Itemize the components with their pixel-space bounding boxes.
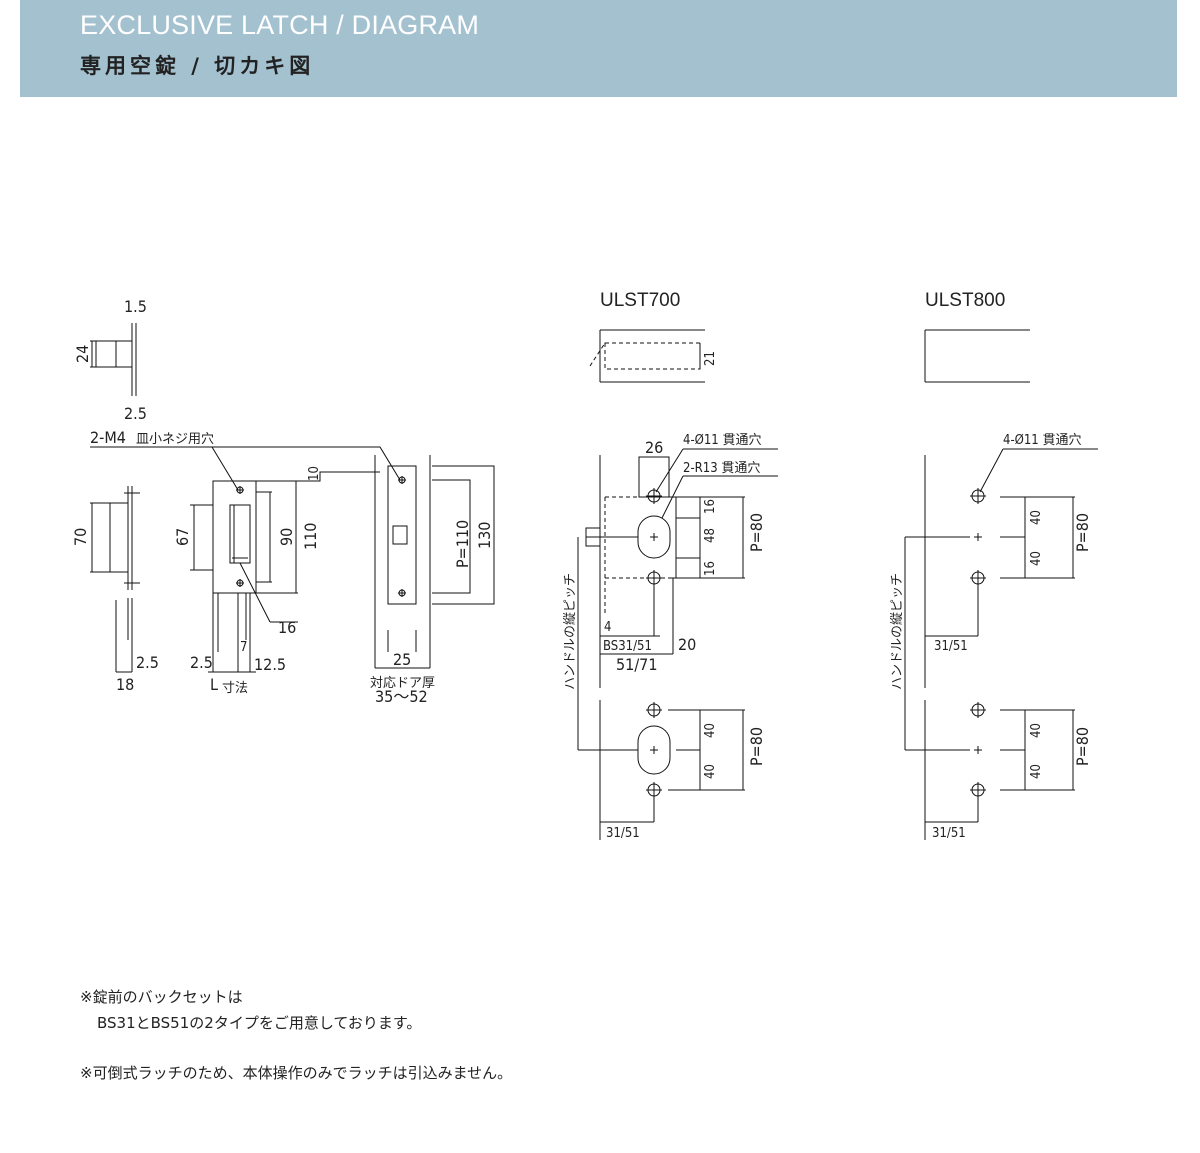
strike-plate: P=110 130 25 対応ドア厚 35～52 <box>370 455 495 706</box>
ulst700-hole-lower-bottom <box>646 782 662 798</box>
ulst800-dim-40-a: 40 <box>1029 510 1044 525</box>
ulst800-title: ULST800 <box>925 290 1005 311</box>
dim-12-5: 12.5 <box>254 655 286 674</box>
ulst800-through-hole-4: 4-Ø11 貫通穴 <box>1003 433 1081 448</box>
door-thickness-range: 35～52 <box>375 687 428 706</box>
dim-24: 24 <box>73 345 92 363</box>
dim-18: 18 <box>116 675 134 694</box>
ulst800-p80-bot: P=80 <box>1073 727 1092 766</box>
dim-70: 70 <box>71 528 90 546</box>
ulst800-dim-40-b: 40 <box>1029 551 1044 566</box>
ulst700-dim-21: 21 <box>703 351 718 366</box>
latch-body-front: 67 90 110 10 16 7 2.5 12.5 L 寸法 <box>173 466 380 696</box>
ulst700-dim-4: 4 <box>604 620 611 635</box>
latch-top-view: 1.5 24 2.5 <box>73 297 147 423</box>
note-latch-warning: ※可倒式ラッチのため、本体操作のみでラッチは引込みません。 <box>80 1064 513 1082</box>
header-title-en: EXCLUSIVE LATCH / DIAGRAM <box>80 10 480 40</box>
ulst700-dim-20: 20 <box>678 635 696 654</box>
ulst800-hole-lower-bottom <box>970 782 986 798</box>
screw-note-sub: 皿小ネジ用穴 <box>136 432 214 447</box>
ulst700-dim-16-bot: 16 <box>703 561 718 576</box>
latch-side-profile: 70 2.5 18 <box>71 486 159 694</box>
ulst800-dim-40-d: 40 <box>1029 764 1044 779</box>
ulst700-bs-label: BS31/51 <box>603 639 652 654</box>
dim-16: 16 <box>278 618 296 637</box>
dim-130: 130 <box>475 522 494 549</box>
ulst800-hole-bottom <box>970 570 986 586</box>
ulst700-bs-sum: 51/71 <box>616 655 657 674</box>
dim-90: 90 <box>277 528 296 546</box>
screw-note: 2-M4 皿小ネジ用穴 <box>90 428 401 491</box>
note-backset-line2: BS31とBS51の2タイプをご用意しております。 <box>97 1014 422 1032</box>
ulst800-p80-top: P=80 <box>1073 513 1092 552</box>
ulst700-title: ULST700 <box>600 290 680 311</box>
dim-110: 110 <box>301 523 320 550</box>
ulst700-hole-bottom <box>646 570 662 586</box>
ulst800-dim-40-c: 40 <box>1029 723 1044 738</box>
ulst800-hole-lower-top <box>970 702 986 718</box>
dim-1-5: 1.5 <box>124 297 147 316</box>
header-title-jp: 専用空錠 / 切カキ図 <box>80 54 315 78</box>
dim-10: 10 <box>307 466 322 481</box>
note-backset-line1: ※錠前のバックセットは <box>80 988 243 1006</box>
ulst700-dim-40-a: 40 <box>703 723 718 738</box>
l-size-main: L <box>210 675 218 694</box>
ulst800-bs-bottom: 31/51 <box>932 826 966 841</box>
ulst700-dim-26: 26 <box>645 438 663 457</box>
ulst800-hole-top <box>970 488 986 504</box>
ulst800-pitch-label: ハンドルの縦ピッチ <box>890 573 905 690</box>
ulst700-hole-lower-top <box>646 702 662 718</box>
ulst700-dim-16-top: 16 <box>703 499 718 514</box>
ulst700-hole-top <box>646 488 662 504</box>
p-110: P=110 <box>453 520 472 568</box>
ulst700-pitch-label: ハンドルの縦ピッチ <box>563 573 578 690</box>
ulst700-dim-40-b: 40 <box>703 764 718 779</box>
dim-2-5-a: 2.5 <box>136 653 159 672</box>
ulst800-diagram: ULST800 4-Ø11 貫通穴 40 40 P=80 3 <box>890 290 1098 841</box>
header-banner: EXCLUSIVE LATCH / DIAGRAM 専用空錠 / 切カキ図 <box>20 0 1177 97</box>
dim-2-5-b: 2.5 <box>190 653 213 672</box>
ulst700-dim-48: 48 <box>703 528 718 543</box>
ulst700-p80-top: P=80 <box>747 513 766 552</box>
dim-7: 7 <box>240 640 247 655</box>
screw-note-main: 2-M4 <box>90 428 126 447</box>
ulst700-bs-bottom: 31/51 <box>606 826 640 841</box>
ulst700-through-hole-4: 4-Ø11 貫通穴 <box>683 433 761 448</box>
door-thickness-label: 対応ドア厚 <box>370 676 435 691</box>
ulst700-through-hole-2: 2-R13 貫通穴 <box>683 461 760 476</box>
dim-67: 67 <box>173 528 192 546</box>
ulst700-p80-bot: P=80 <box>747 727 766 766</box>
ulst800-bs-mid: 31/51 <box>934 639 968 654</box>
dim-25: 25 <box>393 650 411 669</box>
ulst700-diagram: ULST700 21 <box>563 290 778 841</box>
l-size-sub: 寸法 <box>222 681 248 696</box>
dim-2-5-top: 2.5 <box>124 404 147 423</box>
